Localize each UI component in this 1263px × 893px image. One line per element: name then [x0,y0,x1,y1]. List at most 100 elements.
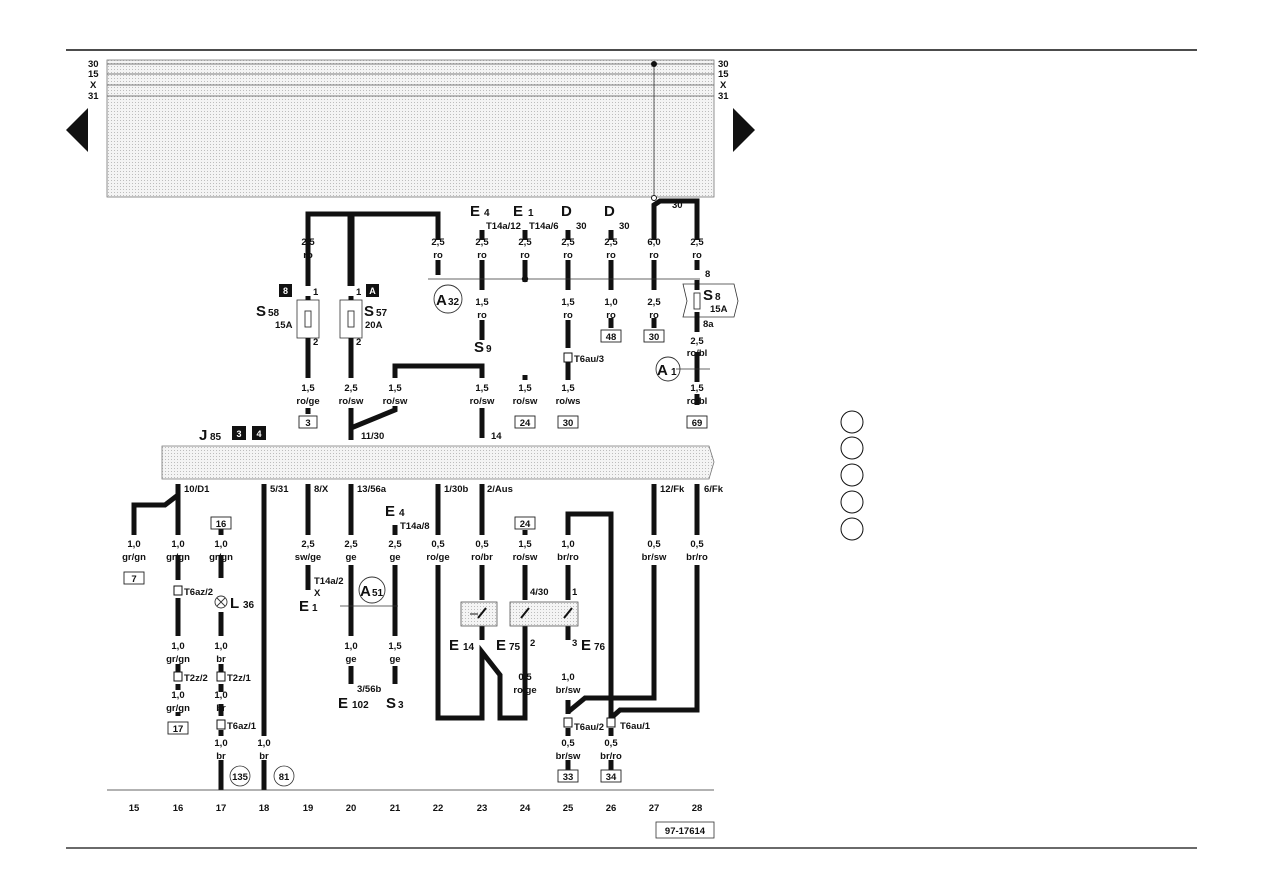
svg-text:ro/ge: ro/ge [426,552,449,563]
svg-text:20: 20 [346,803,357,814]
svg-text:ro/ws: ro/ws [556,396,581,407]
svg-text:ge: ge [389,552,400,563]
svg-text:X: X [90,80,97,91]
svg-text:19: 19 [303,803,314,814]
svg-text:1,0: 1,0 [171,690,184,701]
component-d-1: D 30 [561,203,587,232]
svg-text:1,0: 1,0 [214,539,227,550]
svg-text:S: S [386,695,396,712]
svg-text:17: 17 [216,803,227,814]
previous-page-arrow-icon[interactable] [66,108,88,152]
figure-id: 97-17614 [655,821,715,839]
svg-text:ro: ro [692,250,702,261]
connector-a32: A 32 [433,284,463,314]
svg-text:J: J [199,427,207,444]
svg-text:sw/ge: sw/ge [295,552,321,563]
svg-text:ro: ro [477,250,487,261]
svg-text:3: 3 [305,418,310,429]
svg-text:ro/sw: ro/sw [339,396,364,407]
svg-text:ro: ro [606,310,616,321]
svg-text:27: 27 [649,803,660,814]
svg-text:T6az/2: T6az/2 [184,587,213,598]
svg-text:br/sw: br/sw [642,552,667,563]
svg-text:102: 102 [352,700,369,711]
svg-text:T14a/8: T14a/8 [400,521,430,532]
svg-text:1/30b: 1/30b [444,484,468,495]
svg-text:E: E [449,637,459,654]
circle-ref-135: 135 [229,765,251,787]
svg-text:gr/gn: gr/gn [209,552,233,563]
j85-pin-14: 14 [491,431,502,442]
svg-text:0,5: 0,5 [561,738,575,749]
svg-text:4/30: 4/30 [530,587,549,598]
svg-text:1,0: 1,0 [561,672,574,683]
svg-text:ro/sw: ro/sw [513,552,538,563]
ref-boxes-bottom: 7 16 24 17 33 34 [123,516,622,783]
component-e4-top: E 4 T14a/12 [470,203,521,232]
svg-text:0,5: 0,5 [475,539,489,550]
svg-text:1,5: 1,5 [561,297,575,308]
svg-text:T14a/2: T14a/2 [314,576,344,587]
svg-text:0,5: 0,5 [690,539,704,550]
svg-text:br: br [216,751,226,762]
next-page-arrow-icon[interactable] [733,108,755,152]
component-e1-top: E 1 T14a/6 [513,203,559,232]
bus-labels-left: 30 15 X 31 [88,59,99,102]
svg-text:X: X [314,588,321,599]
svg-text:4: 4 [484,208,490,219]
svg-text:0,5: 0,5 [431,539,445,550]
svg-text:1,5: 1,5 [388,641,402,652]
svg-text:T2z/1: T2z/1 [227,673,251,684]
svg-text:ro: ro [477,310,487,321]
svg-text:1: 1 [356,287,362,298]
fuse-s57: A 1 S 57 20A 2 [339,284,388,378]
svg-text:34: 34 [606,772,617,783]
svg-text:8/X: 8/X [314,484,329,495]
svg-text:2,5: 2,5 [301,237,315,248]
svg-text:ro/sw: ro/sw [470,396,495,407]
svg-text:gr/gn: gr/gn [166,552,190,563]
svg-text:D: D [561,203,572,220]
svg-text:S: S [364,303,374,320]
svg-text:1,5: 1,5 [518,383,532,394]
svg-text:ro: ro [606,250,616,261]
svg-text:30: 30 [563,418,574,429]
lamp-l36: L 36 [214,595,255,612]
wire-labels-top: 2,5ro 2,5ro 2,5ro 2,5ro 2,5ro 2,5ro 6,0r… [301,237,704,261]
svg-text:A: A [436,292,447,309]
component-e1-lower: E 1 [299,598,318,615]
svg-text:1: 1 [671,367,677,378]
svg-text:1,5: 1,5 [561,383,575,394]
svg-text:br/sw: br/sw [556,751,581,762]
svg-text:32: 32 [448,297,460,308]
svg-text:1,0: 1,0 [561,539,574,550]
svg-text:6,0: 6,0 [647,237,660,248]
svg-text:1,0: 1,0 [214,738,227,749]
svg-text:ro: ro [520,250,530,261]
svg-text:3: 3 [572,638,577,649]
svg-text:ro/bl: ro/bl [687,396,708,407]
svg-text:1,0: 1,0 [214,690,227,701]
component-e4-lower: E 4 [385,503,405,520]
svg-text:16: 16 [173,803,184,814]
svg-text:1: 1 [313,287,319,298]
svg-text:5/31: 5/31 [270,484,289,495]
column-numbers: 15 16 17 18 19 20 21 22 23 24 25 26 27 2… [129,803,703,814]
svg-text:D: D [604,203,615,220]
svg-text:17: 17 [173,724,184,735]
wire-labels-lower: 1,0gr/gn 1,0br 1,0gr/gn 1,0br 1,0br 1,0b… [166,641,622,762]
j85-bottom-pins: 10/D1 5/31 8/X 13/56a 1/30b 2/Aus 12/Fk … [184,484,724,495]
bus-labels-right: 30 15 X 31 [718,59,729,102]
svg-text:br/ro: br/ro [686,552,708,563]
svg-text:2,5: 2,5 [518,237,532,248]
svg-text:3: 3 [236,429,241,439]
svg-text:81: 81 [279,772,290,783]
wire-labels-bottom: 1,0gr/gn 1,0gr/gn 1,0gr/gn 2,5sw/ge 2,5g… [122,539,708,563]
svg-text:1,0: 1,0 [604,297,617,308]
svg-text:12/Fk: 12/Fk [660,484,685,495]
ref-boxes-mid: 3 24 30 69 48 30 [298,329,708,429]
svg-text:30: 30 [718,59,729,70]
top-wires [305,198,700,405]
svg-text:ro: ro [303,250,313,261]
svg-text:31: 31 [88,91,99,102]
